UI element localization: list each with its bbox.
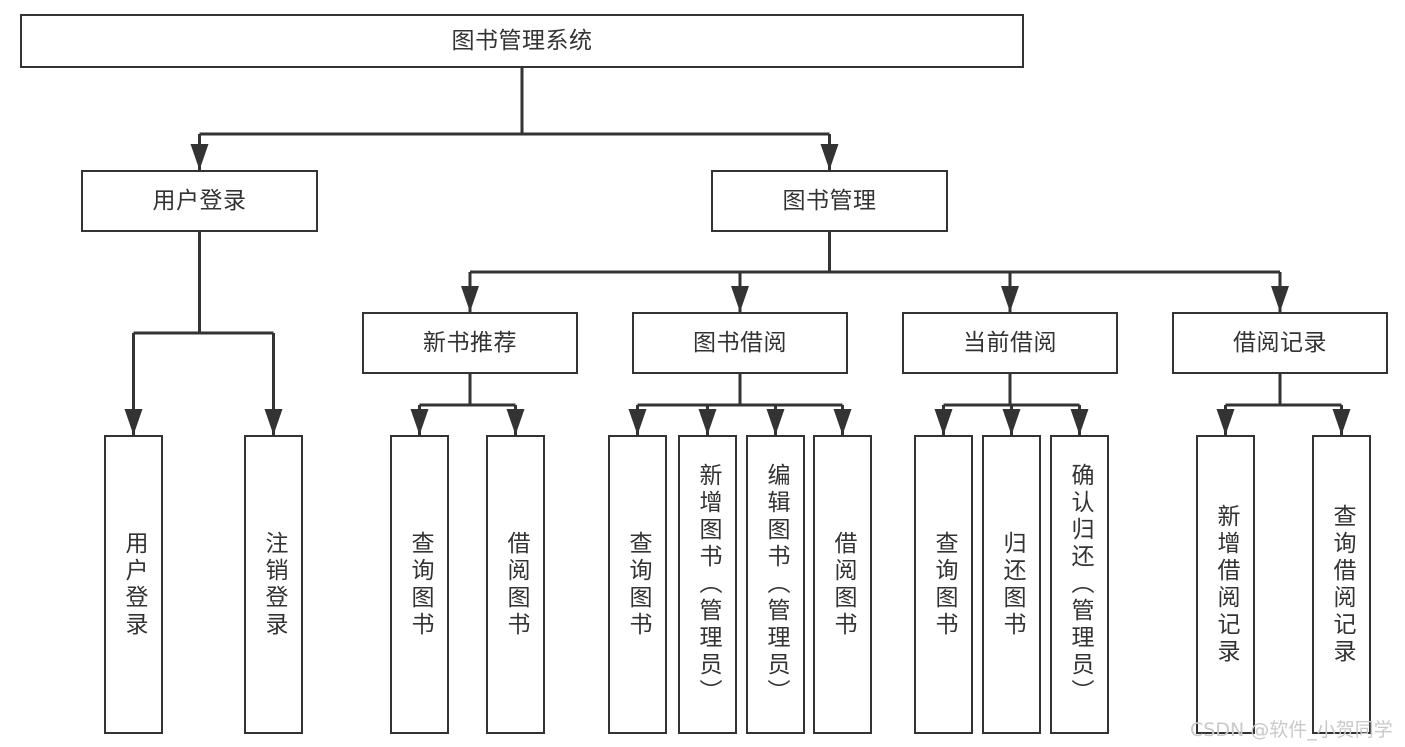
node-borrow[interactable]: 图书借阅 xyxy=(632,312,848,374)
arrowhead-cu-query xyxy=(934,409,953,435)
node-label-cu-confirm: 确认归还（管理员） xyxy=(1067,463,1093,706)
arrowhead-rc-add xyxy=(1216,409,1235,435)
node-label-nb-query: 查询图书 xyxy=(407,530,433,639)
node-newbook[interactable]: 新书推荐 xyxy=(362,312,578,374)
node-login-out[interactable]: 注销登录 xyxy=(244,435,303,734)
arrowhead-bw-add xyxy=(698,409,717,435)
node-label-bw-borrow: 借阅图书 xyxy=(830,530,856,639)
node-bw-query[interactable]: 查询图书 xyxy=(608,435,667,734)
node-label-rc-add: 新增借阅记录 xyxy=(1213,503,1239,666)
node-label-rc-query: 查询借阅记录 xyxy=(1329,503,1355,666)
node-label-login-in: 用户登录 xyxy=(121,530,147,639)
node-bw-borrow[interactable]: 借阅图书 xyxy=(813,435,872,734)
arrowhead-current xyxy=(1001,286,1019,312)
arrowhead-nb-borrow xyxy=(506,409,525,435)
arrowhead-bookmgmt xyxy=(820,144,839,170)
node-records[interactable]: 借阅记录 xyxy=(1172,312,1388,374)
node-label-bw-edit: 编辑图书（管理员） xyxy=(763,463,789,706)
arrowhead-bw-edit xyxy=(766,409,785,435)
arrowhead-records xyxy=(1271,286,1289,312)
node-login-in[interactable]: 用户登录 xyxy=(104,435,163,734)
node-bookmgmt[interactable]: 图书管理 xyxy=(711,170,948,232)
node-label-login: 用户登录 xyxy=(152,187,247,214)
node-label-borrow: 图书借阅 xyxy=(693,329,787,356)
node-label-nb-borrow: 借阅图书 xyxy=(503,530,529,639)
arrowhead-bw-query xyxy=(628,409,647,435)
node-root[interactable]: 图书管理系统 xyxy=(20,14,1024,68)
node-label-login-out: 注销登录 xyxy=(261,530,287,639)
node-nb-query[interactable]: 查询图书 xyxy=(390,435,449,734)
arrowhead-login-out xyxy=(264,409,283,435)
arrowhead-cu-return xyxy=(1002,409,1021,435)
arrowhead-borrow xyxy=(731,286,749,312)
node-rc-add[interactable]: 新增借阅记录 xyxy=(1196,435,1255,734)
node-label-root: 图书管理系统 xyxy=(451,27,593,54)
node-nb-borrow[interactable]: 借阅图书 xyxy=(486,435,545,734)
watermark-label: CSDN @软件_小贺同学 xyxy=(1190,719,1393,741)
arrowhead-login xyxy=(190,144,209,170)
node-label-bookmgmt: 图书管理 xyxy=(782,187,877,214)
arrowhead-nb-query xyxy=(410,409,429,435)
arrowhead-bw-borrow xyxy=(833,409,852,435)
node-cu-query[interactable]: 查询图书 xyxy=(914,435,973,734)
node-login[interactable]: 用户登录 xyxy=(81,170,318,232)
node-bw-add[interactable]: 新增图书（管理员） xyxy=(678,435,737,734)
node-label-bw-query: 查询图书 xyxy=(625,530,651,639)
node-cu-confirm[interactable]: 确认归还（管理员） xyxy=(1050,435,1109,734)
arrowhead-cu-confirm xyxy=(1070,409,1089,435)
node-cu-return[interactable]: 归还图书 xyxy=(982,435,1041,734)
node-label-newbook: 新书推荐 xyxy=(423,329,517,356)
node-label-current: 当前借阅 xyxy=(963,329,1057,356)
node-label-bw-add: 新增图书（管理员） xyxy=(695,463,721,706)
node-bw-edit[interactable]: 编辑图书（管理员） xyxy=(746,435,805,734)
arrowhead-newbook xyxy=(461,286,479,312)
arrowhead-rc-query xyxy=(1332,409,1351,435)
node-label-cu-query: 查询图书 xyxy=(931,530,957,639)
node-label-cu-return: 归还图书 xyxy=(999,530,1025,639)
arrowhead-login-in xyxy=(124,409,143,435)
node-current[interactable]: 当前借阅 xyxy=(902,312,1118,374)
node-rc-query[interactable]: 查询借阅记录 xyxy=(1312,435,1371,734)
node-label-records: 借阅记录 xyxy=(1233,329,1327,356)
